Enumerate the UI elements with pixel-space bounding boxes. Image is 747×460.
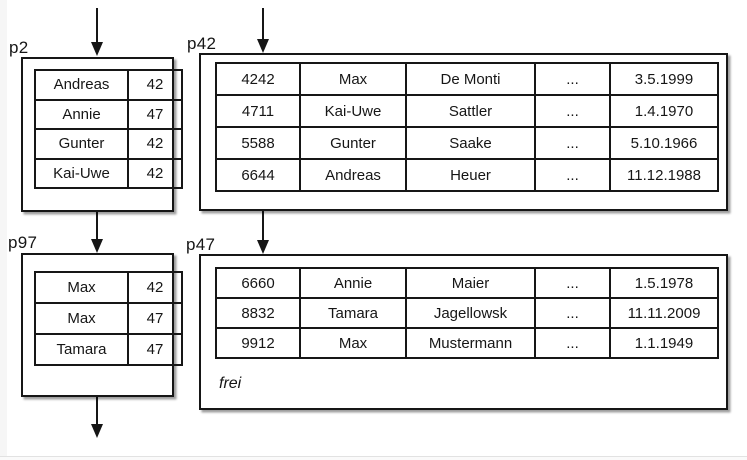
page-label-p2: p2 bbox=[9, 38, 29, 57]
table-cell: Sattler bbox=[405, 94, 536, 128]
table-cell: Saake bbox=[405, 126, 536, 160]
table-cell: Maier bbox=[405, 267, 536, 299]
bottom-edge-strip bbox=[0, 456, 747, 460]
table-cell: 4711 bbox=[215, 94, 301, 128]
table-cell: Gunter bbox=[34, 128, 129, 160]
table-cell: Max bbox=[34, 271, 129, 304]
table-cell: ... bbox=[534, 158, 611, 192]
table-cell: 4242 bbox=[215, 62, 301, 96]
left-edge-strip bbox=[0, 0, 7, 460]
table-cell: Annie bbox=[299, 267, 407, 299]
arrow-shaft bbox=[261, 210, 264, 240]
table-cell: 42 bbox=[127, 271, 183, 304]
table-cell: 6644 bbox=[215, 158, 301, 192]
table-cell: Kai-Uwe bbox=[299, 94, 407, 128]
arrow-head-icon bbox=[90, 42, 103, 56]
table-cell: Gunter bbox=[299, 126, 407, 160]
table-cell: ... bbox=[534, 62, 611, 96]
table-cell: 11.11.2009 bbox=[609, 297, 719, 329]
arrow-head-icon bbox=[256, 39, 269, 53]
arrow-p42-to-p47 bbox=[256, 210, 269, 254]
arrow-into-p2 bbox=[90, 8, 103, 56]
arrow-head-icon bbox=[90, 424, 103, 438]
table-cell: ... bbox=[534, 267, 611, 299]
arrow-shaft bbox=[95, 211, 98, 239]
table-cell: 1.4.1970 bbox=[609, 94, 719, 128]
table-cell: Heuer bbox=[405, 158, 536, 192]
table-cell: 47 bbox=[127, 98, 183, 130]
table-cell: Max bbox=[299, 327, 407, 359]
table-cell: De Monti bbox=[405, 62, 536, 96]
table-cell: ... bbox=[534, 297, 611, 329]
page-label-p47: p47 bbox=[186, 235, 216, 254]
table-cell: Kai-Uwe bbox=[34, 157, 129, 189]
arrow-shaft bbox=[261, 8, 264, 39]
table-cell: 42 bbox=[127, 69, 183, 101]
table-cell: 1.5.1978 bbox=[609, 267, 719, 299]
table-cell: 5588 bbox=[215, 126, 301, 160]
table-cell: ... bbox=[534, 126, 611, 160]
arrow-head-icon bbox=[256, 240, 269, 254]
table-cell: Max bbox=[299, 62, 407, 96]
table-cell: Tamara bbox=[299, 297, 407, 329]
table-cell: 47 bbox=[127, 333, 183, 366]
table-cell: 1.1.1949 bbox=[609, 327, 719, 359]
table-cell: ... bbox=[534, 94, 611, 128]
page-label-p42: p42 bbox=[187, 34, 217, 53]
table-cell: 42 bbox=[127, 128, 183, 160]
free-space-label: frei bbox=[219, 375, 242, 392]
table-cell: Annie bbox=[34, 98, 129, 130]
table-cell: Andreas bbox=[299, 158, 407, 192]
table-cell: ... bbox=[534, 327, 611, 359]
arrow-shaft bbox=[95, 8, 98, 42]
arrow-head-icon bbox=[90, 239, 103, 253]
arrow-into-p42 bbox=[256, 8, 269, 53]
table-cell: 47 bbox=[127, 302, 183, 335]
page-label-p97: p97 bbox=[8, 233, 38, 252]
table-cell: 9912 bbox=[215, 327, 301, 359]
table-cell: Andreas bbox=[34, 69, 129, 101]
table-cell: 8832 bbox=[215, 297, 301, 329]
table-cell: 42 bbox=[127, 157, 183, 189]
arrow-p2-to-p97 bbox=[90, 211, 103, 253]
table-cell: 5.10.1966 bbox=[609, 126, 719, 160]
table-cell: 11.12.1988 bbox=[609, 158, 719, 192]
arrow-out-of-p97 bbox=[90, 396, 103, 438]
table-cell: 3.5.1999 bbox=[609, 62, 719, 96]
table-cell: 6660 bbox=[215, 267, 301, 299]
table-cell: Mustermann bbox=[405, 327, 536, 359]
table-cell: Tamara bbox=[34, 333, 129, 366]
table-cell: Jagellowsk bbox=[405, 297, 536, 329]
table-cell: Max bbox=[34, 302, 129, 335]
arrow-shaft bbox=[95, 396, 98, 424]
